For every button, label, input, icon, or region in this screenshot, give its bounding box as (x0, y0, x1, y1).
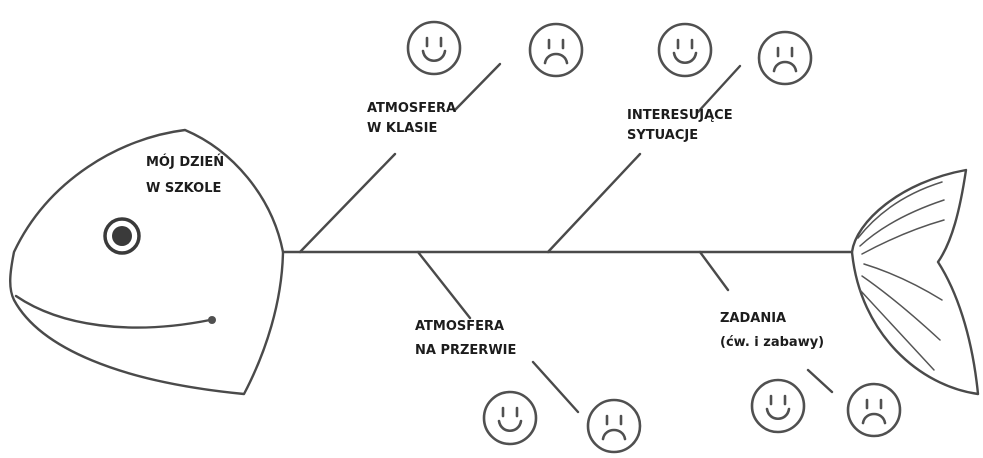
bone-interesujace-sytuacje (546, 152, 642, 254)
bone-atmosfera-w-klasie (298, 152, 397, 254)
head-label: MÓJ DZIEŃ W SZKOLE (146, 154, 229, 196)
happy-face-icon (750, 378, 806, 434)
face-connector-line (531, 360, 580, 414)
fish-eye (103, 217, 141, 255)
bone-label-line: W KLASIE (367, 121, 437, 136)
bone-label-line: INTERESUJĄCE (627, 108, 733, 123)
bone-label-line: ATMOSFERA (367, 101, 456, 116)
happy-face-icon (657, 22, 713, 78)
bone-label-line: ZADANIA (720, 311, 786, 326)
sad-face-icon (757, 30, 813, 86)
mouth-end-dot (208, 316, 216, 324)
tail-ray (861, 275, 941, 341)
bone-zadania (698, 250, 730, 292)
face-connector-line (453, 62, 502, 112)
bone-label-atmosfera-w-klasie: ATMOSFERA W KLASIE (367, 101, 461, 136)
bone-label-line: (ćw. i zabawy) (720, 335, 824, 350)
tail-ray (861, 219, 945, 255)
eye-pupil (112, 226, 132, 246)
happy-face-icon (406, 20, 462, 76)
fish-head (9, 128, 285, 396)
tail-ray (857, 181, 943, 239)
tail-ray (863, 263, 943, 301)
tail-ray (859, 289, 935, 371)
sad-face-icon (846, 382, 902, 438)
head-label-line: MÓJ DZIEŃ (146, 154, 224, 170)
bone-label-line: ATMOSFERA (415, 319, 504, 334)
face-connector-line (806, 368, 834, 394)
tail-outline (850, 168, 980, 396)
head-label-line: W SZKOLE (146, 181, 221, 196)
sad-face-icon (528, 22, 584, 78)
face-connector-line (696, 64, 742, 114)
bone-label-line: NA PRZERWIE (415, 343, 516, 358)
bone-atmosfera-na-przerwie (416, 250, 472, 320)
happy-face-icon (482, 390, 538, 446)
sad-face-icon (586, 398, 642, 454)
tail-ray (859, 199, 945, 247)
bone-label-atmosfera-na-przerwie: ATMOSFERA NA PRZERWIE (415, 319, 516, 358)
fish-mouth (14, 294, 212, 329)
bone-label-line: SYTUACJE (627, 128, 698, 143)
fish-tail (850, 168, 980, 396)
bone-label-zadania: ZADANIA (ćw. i zabawy) (720, 311, 824, 350)
bone-label-interesujace-sytuacje: INTERESUJĄCE SYTUACJE (627, 108, 737, 143)
fish-head-outline (9, 128, 285, 396)
